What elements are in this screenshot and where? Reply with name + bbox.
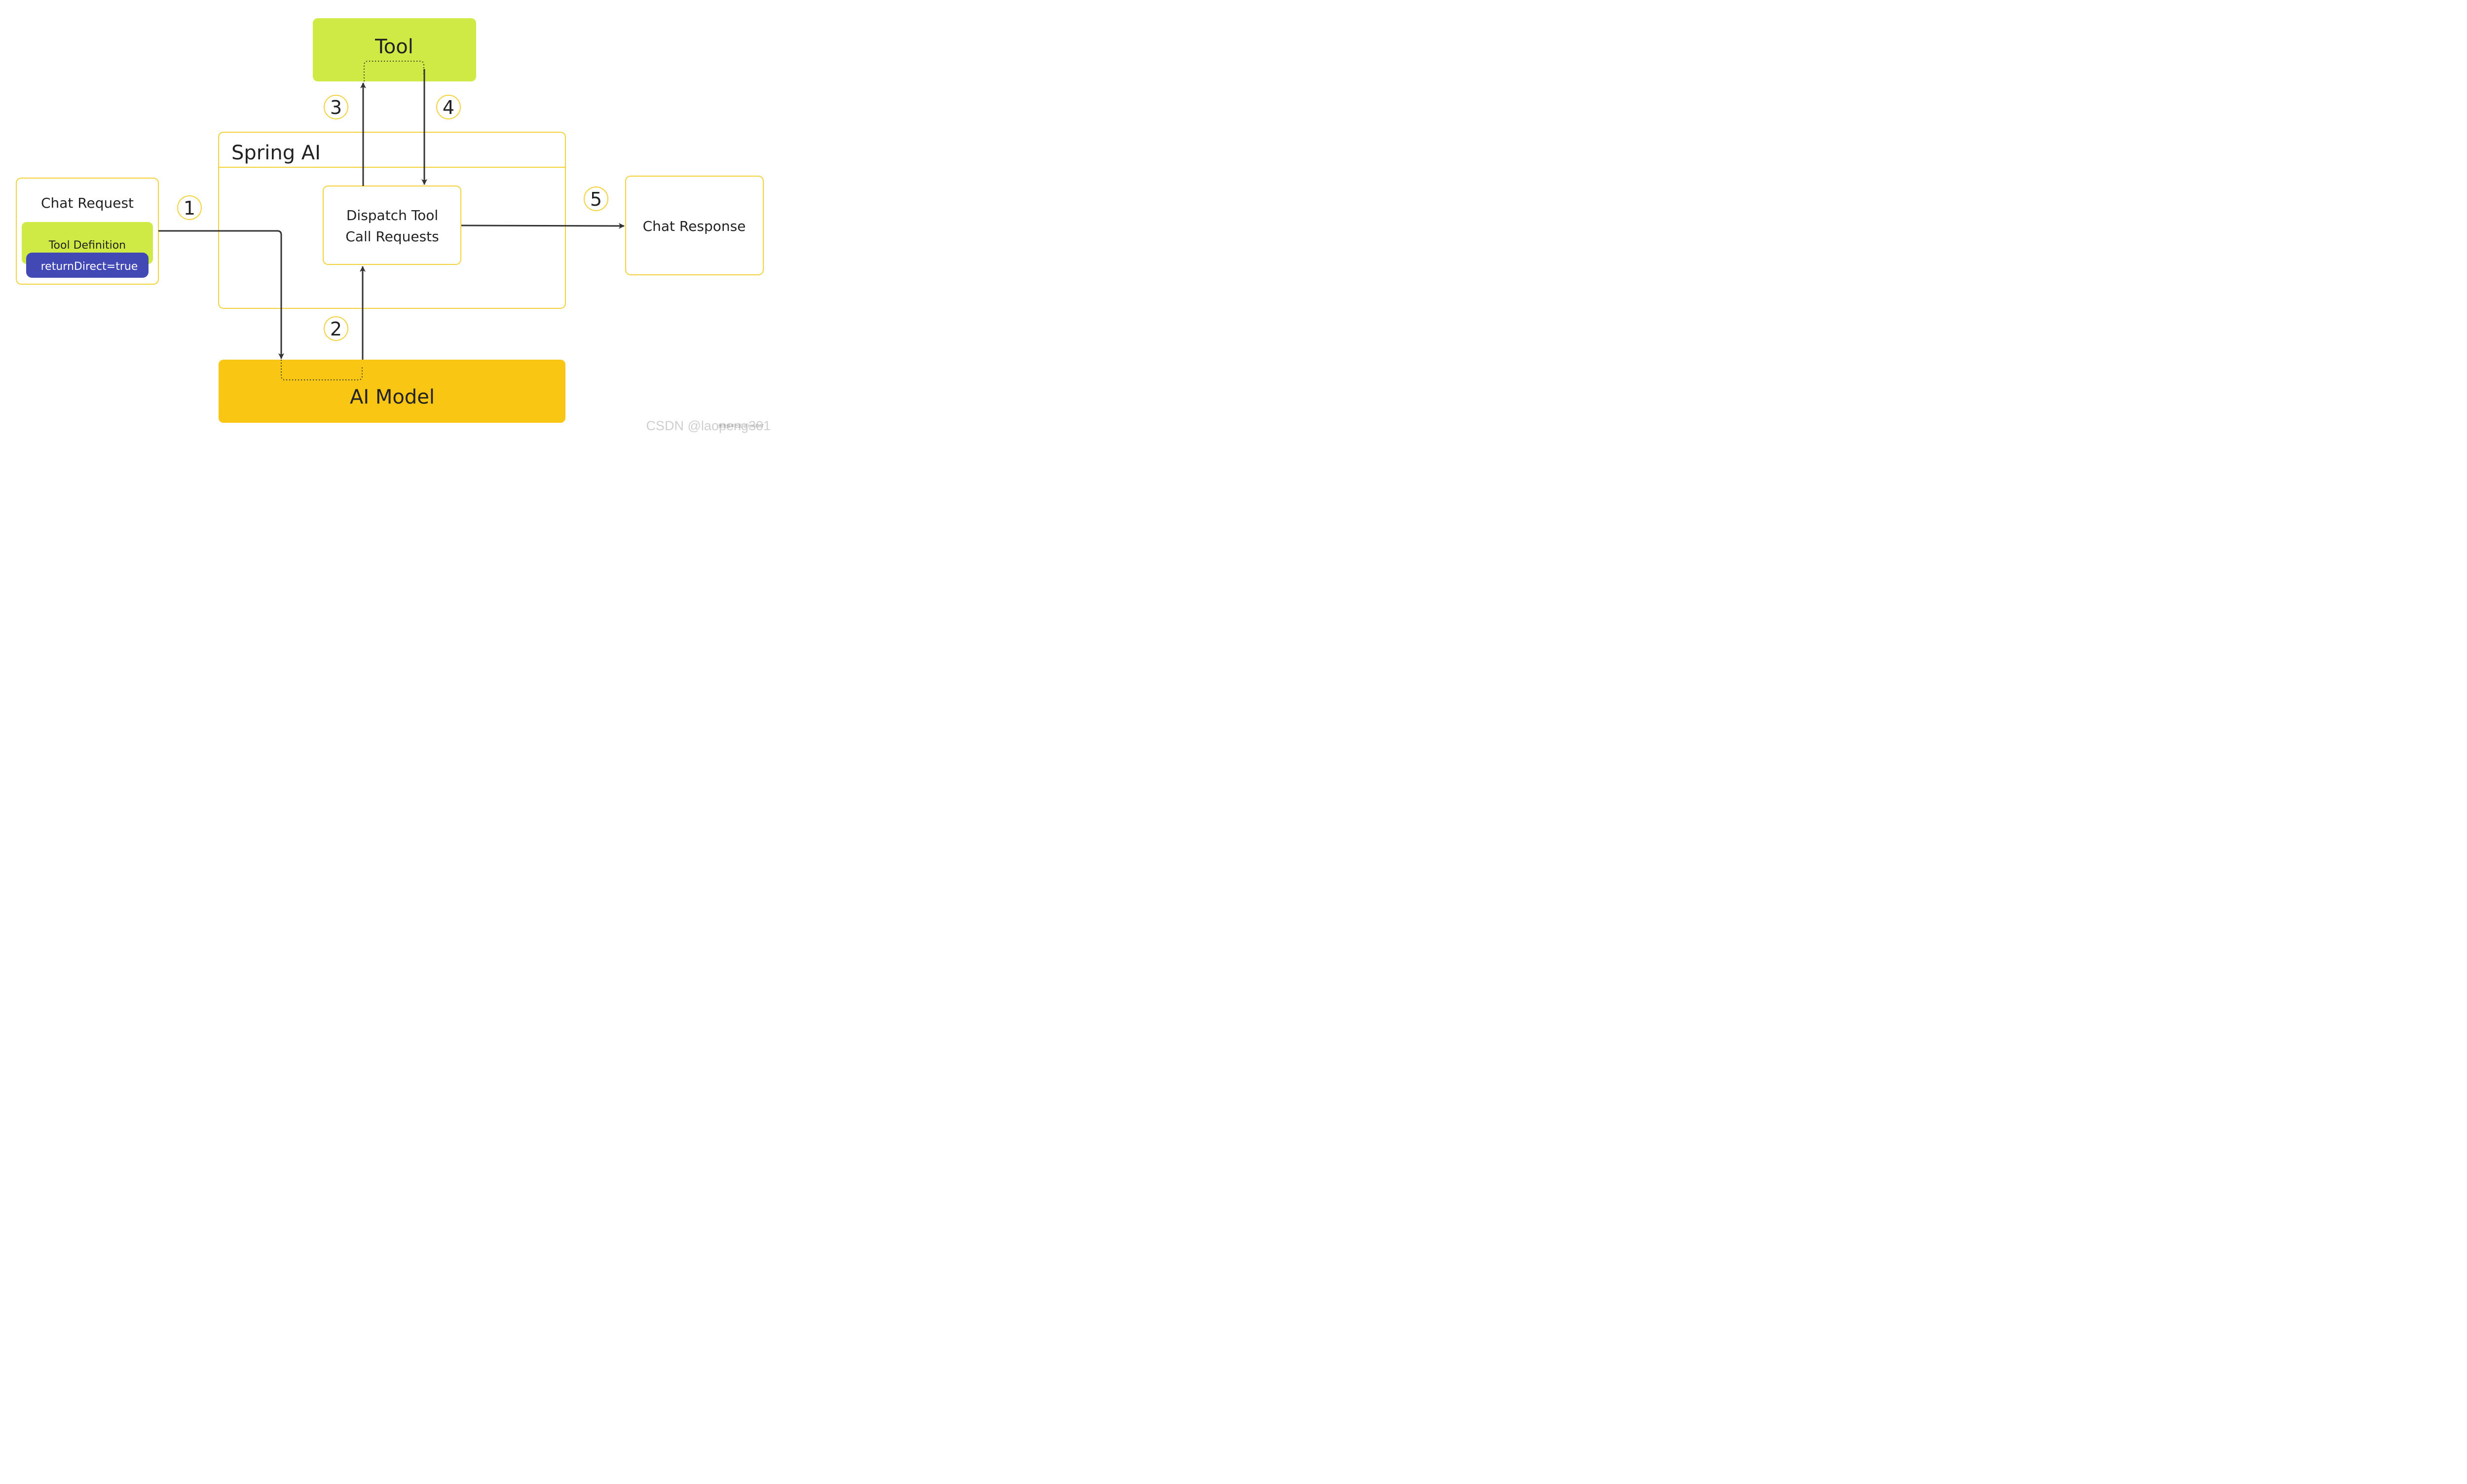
chat-response-label: Chat Response (643, 218, 746, 234)
spring-ai-title: Spring AI (231, 142, 321, 164)
step-number: 3 (330, 97, 342, 118)
step-marker-4: 4 (436, 95, 461, 119)
dispatch-tool-node: Dispatch Tool Call Requests (323, 186, 461, 265)
ai-model-label: AI Model (350, 386, 435, 408)
watermark-main: CSDN @laopeng301 (646, 418, 771, 433)
step-marker-5: 5 (584, 186, 608, 211)
step-number: 5 (590, 188, 602, 210)
chat-response-node: Chat Response (625, 176, 764, 275)
return-direct-badge: returnDirect=true (26, 253, 149, 278)
ai-model-node: AI Model (219, 360, 565, 423)
tool-label: Tool (374, 36, 413, 58)
dispatch-label-line2: Call Requests (345, 228, 439, 245)
chat-request-label: Chat Request (41, 195, 134, 211)
tool-definition-label: Tool Definition (48, 239, 126, 252)
chat-request-node: Chat Request Tool Definition returnDirec… (16, 178, 159, 285)
diagram: Tool Spring AI Chat Request Tool Definit… (0, 0, 774, 438)
step-number: 2 (330, 318, 342, 340)
arrow-dispatch-to-response (461, 223, 625, 229)
return-direct-label: returnDirect=true (41, 260, 138, 273)
tool-node: Tool (313, 18, 476, 81)
watermark-small: 掘金技术社区 @ btm1987 (718, 423, 764, 428)
step-number: 1 (184, 197, 195, 219)
step-number: 4 (443, 97, 454, 118)
step-marker-3: 3 (324, 95, 348, 119)
dispatch-label-line1: Dispatch Tool (346, 207, 438, 223)
step-marker-1: 1 (177, 195, 202, 220)
arrow-request-to-model (158, 230, 284, 359)
diagram-canvas: Tool Spring AI Chat Request Tool Definit… (16, 18, 771, 433)
step-marker-2: 2 (324, 316, 348, 341)
